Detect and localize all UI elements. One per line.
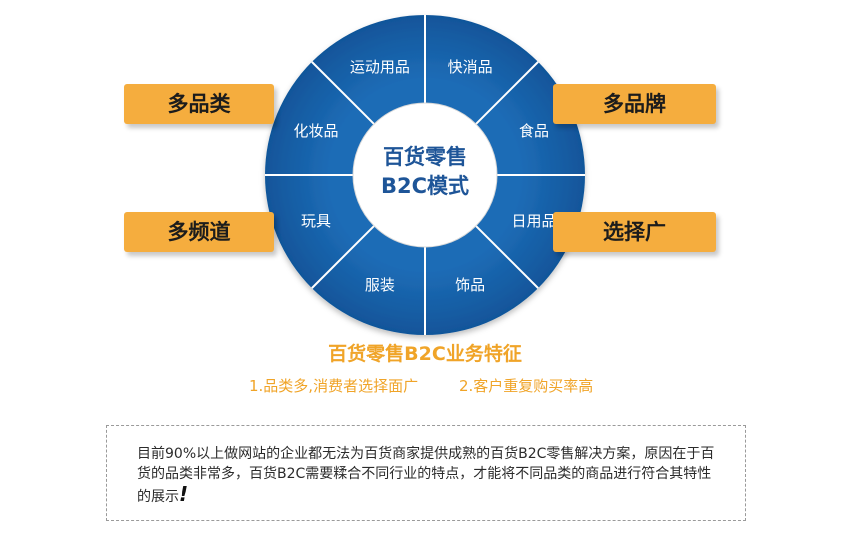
wheel-segment-label: 运动用品 xyxy=(350,58,410,76)
tag-multi-category: 多品类 xyxy=(124,84,274,124)
tag-multi-channel: 多频道 xyxy=(124,212,274,252)
wheel-segment-label: 饰品 xyxy=(455,276,485,294)
wheel-center-line2: B2C模式 xyxy=(381,174,469,198)
wheel-center-line1: 百货零售 xyxy=(383,145,467,169)
wheel-segment-label: 化妆品 xyxy=(293,122,338,140)
feature-point-1: 1.品类多,消费者选择面广 xyxy=(249,377,419,395)
exclamation-mark: ! xyxy=(179,482,189,506)
feature-title: 百货零售B2C业务特征 xyxy=(328,343,522,365)
note-body: 目前90%以上做网站的企业都无法为百货商家提供成熟的百货B2C零售解决方案，原因… xyxy=(137,446,715,505)
wheel-segment-label: 玩具 xyxy=(301,212,331,230)
tag-multi-brand: 多品牌 xyxy=(553,84,716,124)
wheel-center xyxy=(352,102,498,248)
wheel-divider xyxy=(311,61,375,125)
note-text: 目前90%以上做网站的企业都无法为百货商家提供成熟的百货B2C零售解决方案，原因… xyxy=(137,444,721,507)
note-box: 目前90%以上做网站的企业都无法为百货商家提供成熟的百货B2C零售解决方案，原因… xyxy=(106,425,746,521)
wheel-dividers xyxy=(265,15,585,335)
wheel-divider xyxy=(311,225,375,289)
feature-point-2: 2.客户重复购买率高 xyxy=(459,377,594,395)
wheel-segment-label: 食品 xyxy=(519,122,549,140)
wheel-divider xyxy=(475,225,539,289)
tag-wide-selection: 选择广 xyxy=(553,212,716,252)
wheel-segment-label: 服装 xyxy=(365,276,395,294)
wheel-segment-label: 快消品 xyxy=(448,58,493,76)
wheel-divider xyxy=(475,61,539,125)
wheel-segment-label: 日用品 xyxy=(512,212,557,230)
